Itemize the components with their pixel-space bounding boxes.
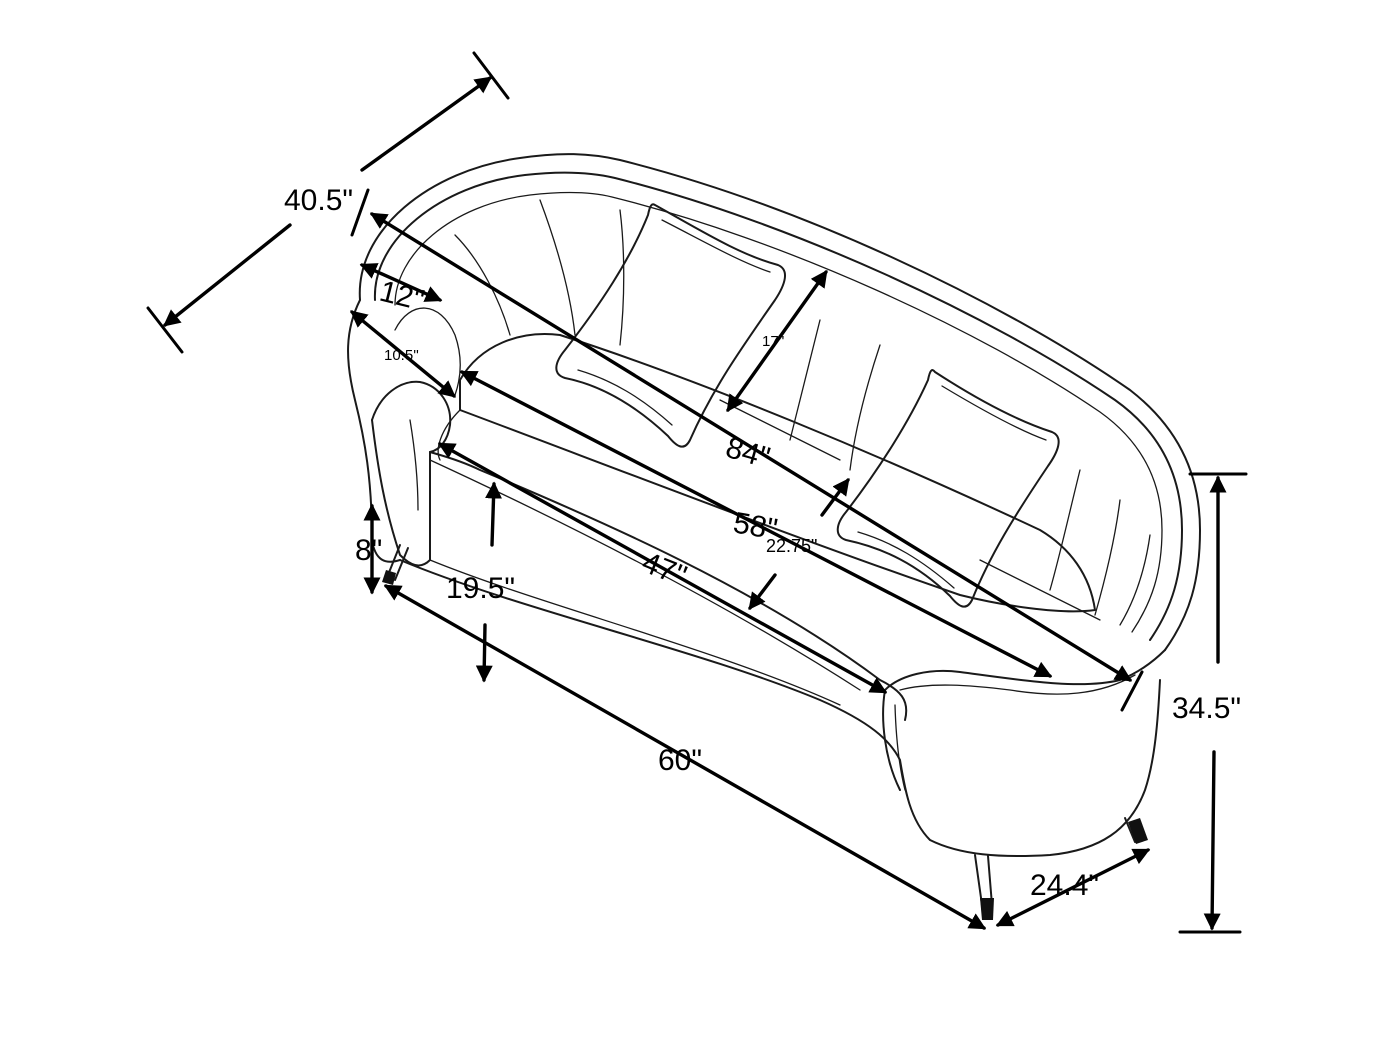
dim-height-line-lower <box>1203 750 1221 931</box>
label-back-cushion-height: 17'' <box>762 333 785 350</box>
dimension-lines <box>146 51 1248 934</box>
sofa-right-arm-top <box>884 649 1166 691</box>
label-arm-width-top: 12'' <box>376 275 427 318</box>
sofa-left-arm-fold <box>409 419 419 511</box>
sofa-back-inner-rim <box>373 171 1183 641</box>
dim-seat-height-line-upper <box>485 481 503 547</box>
label-overall-height: 34.5" <box>1172 692 1241 725</box>
label-depth-total: 40.5" <box>284 184 353 217</box>
dim-depth-tick-mid <box>350 188 370 237</box>
dim-arm-inner-line <box>350 310 456 398</box>
label-overall-width: 84" <box>722 431 773 475</box>
dim-depth-line-upper <box>360 76 493 172</box>
sofa-right-arm-inner <box>899 674 1136 695</box>
label-seat-height: 19.5" <box>446 572 515 605</box>
dim-base-depth-line <box>995 848 1151 927</box>
label-base-width: 60" <box>658 744 702 777</box>
dim-depth-tick-bottom <box>146 306 184 354</box>
dim-seat-height-line-lower <box>475 623 493 683</box>
dim-base-width-line <box>383 584 987 930</box>
label-arm-width-inner: 10.5'' <box>384 347 419 364</box>
label-seat-depth: 22.75" <box>766 536 817 556</box>
label-leg-height: 8" <box>355 534 382 567</box>
sofa-left-arm-roll <box>371 380 452 453</box>
dim-back-height-line <box>726 269 828 413</box>
label-base-depth: 24.4" <box>1030 869 1099 902</box>
sofa-pillow-left <box>555 203 786 448</box>
dimension-labels: 40.5" 12'' 10.5'' 17'' 84" 58" 22.75" 47… <box>284 184 1241 902</box>
label-inner-width: 58" <box>731 506 780 546</box>
dim-depth-line-lower <box>163 223 292 327</box>
dim-overall-width-tick-right <box>1120 670 1144 712</box>
sofa-back-rim-inner-line <box>394 191 1163 633</box>
dim-seat-depth-line-upper <box>820 477 850 517</box>
dim-depth-tick-top <box>472 51 510 100</box>
sofa-back-channels <box>454 199 1151 626</box>
dim-arm-top-line <box>359 263 443 302</box>
